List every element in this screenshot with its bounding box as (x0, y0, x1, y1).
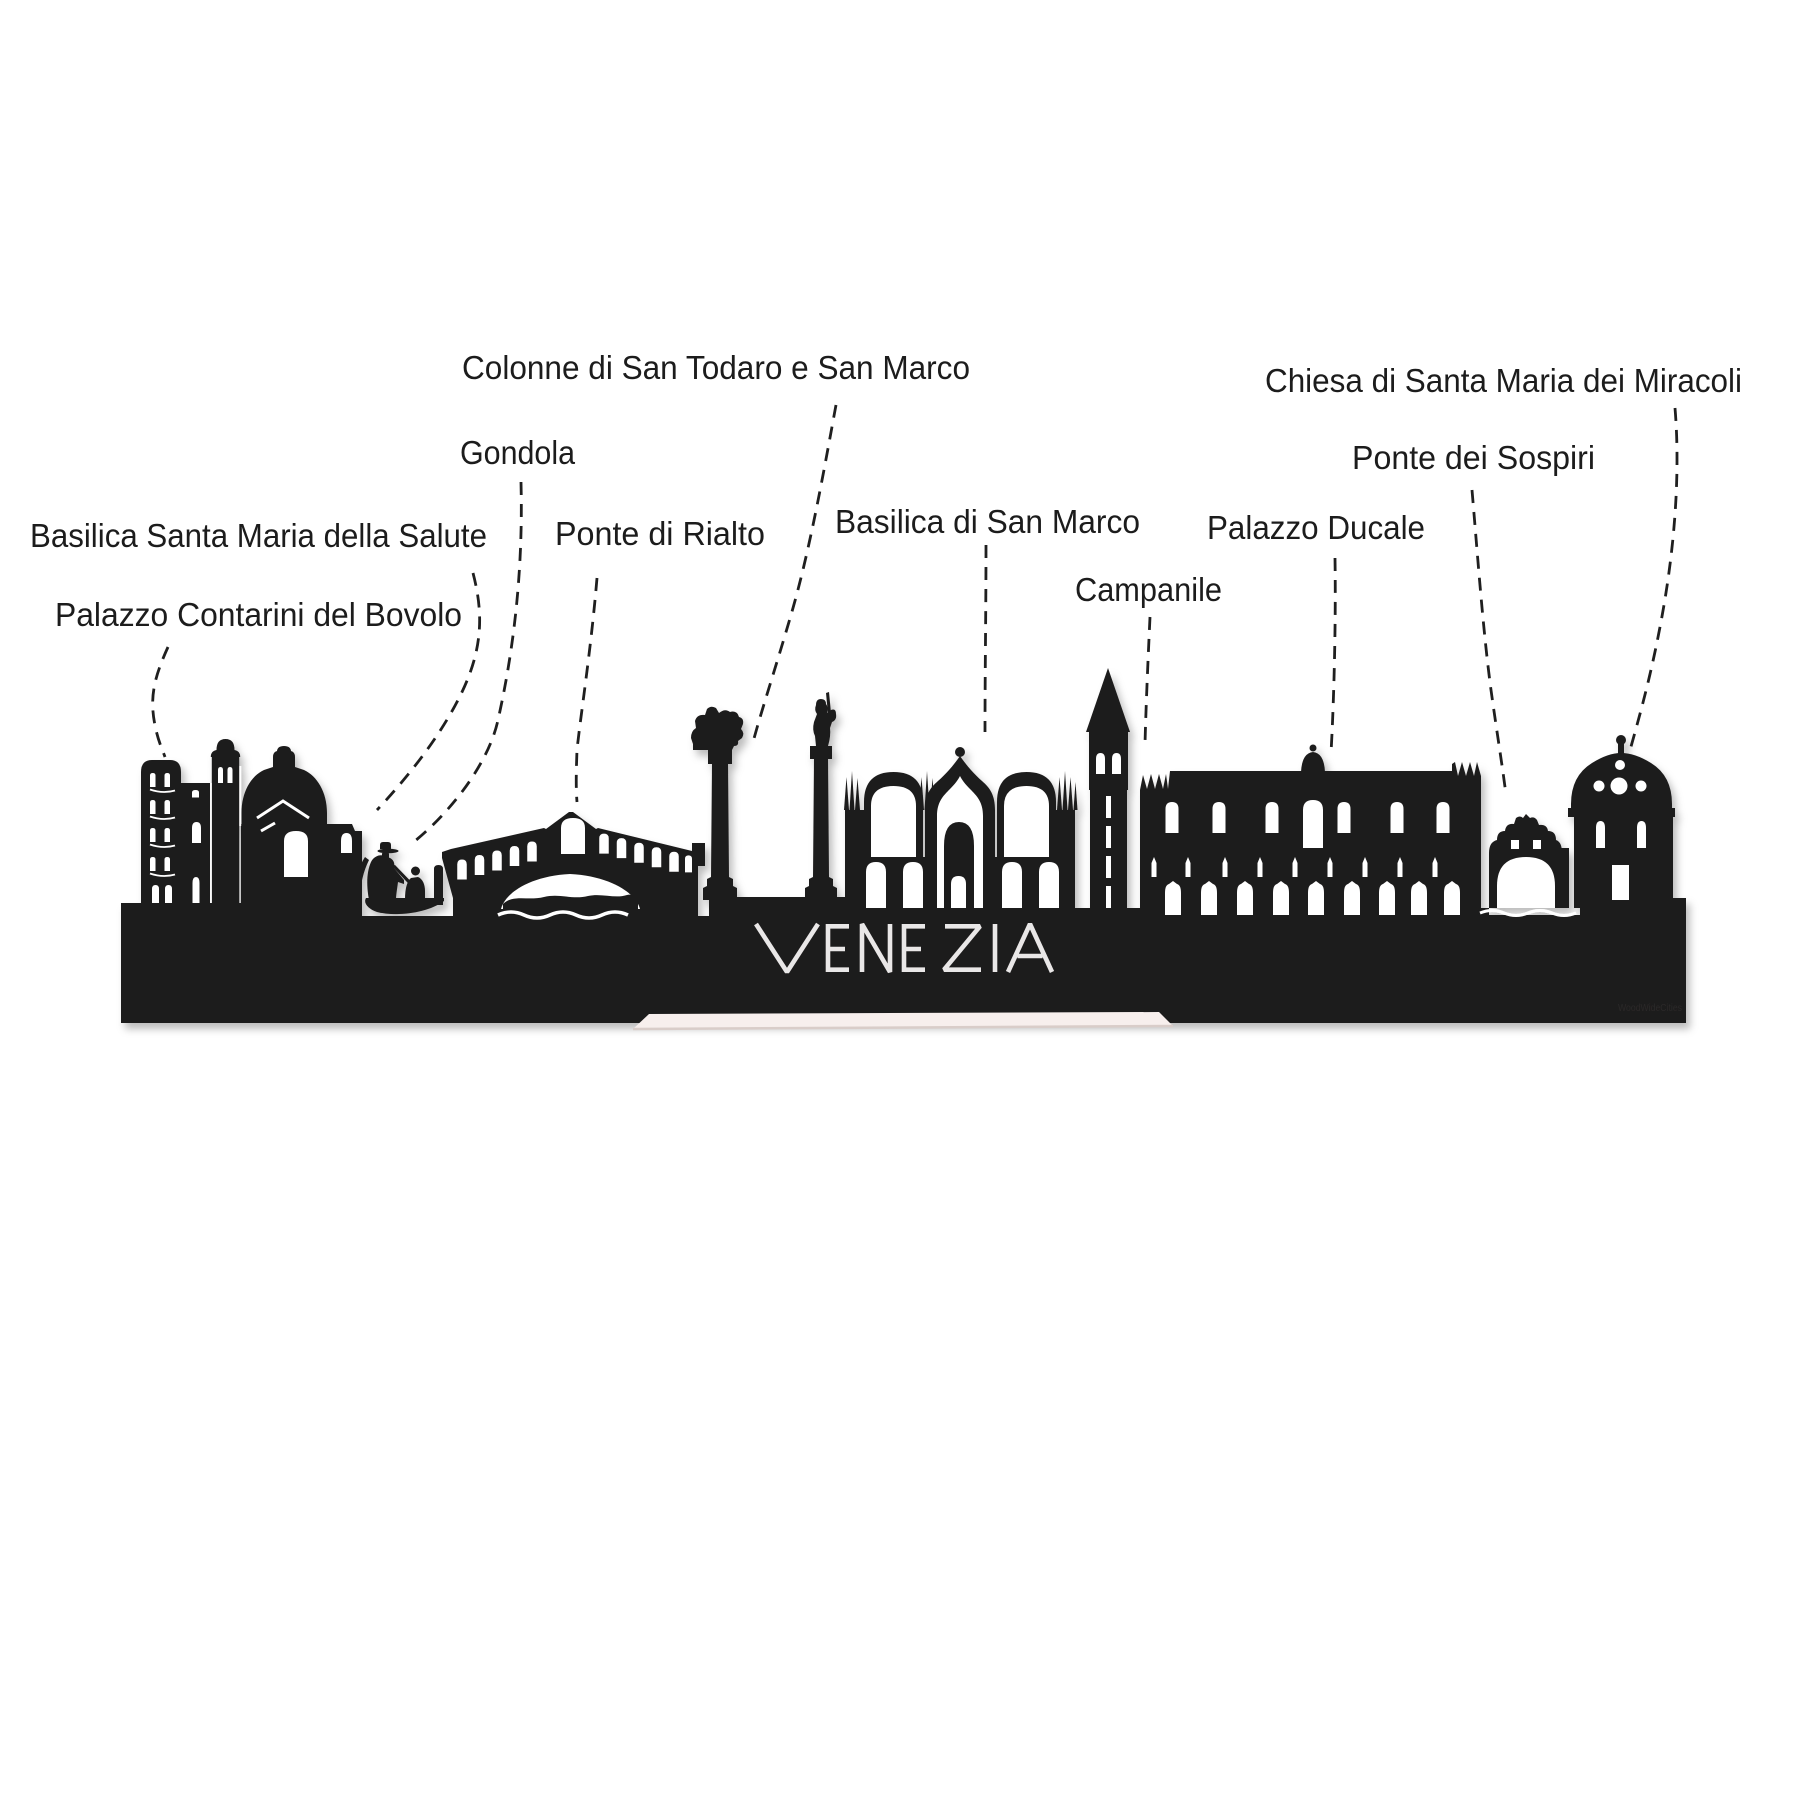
svg-text:Colonne di San Todaro e San Ma: Colonne di San Todaro e San Marco (462, 349, 970, 386)
svg-text:Chiesa di Santa Maria dei Mira: Chiesa di Santa Maria dei Miracoli (1265, 362, 1742, 399)
svg-text:Gondola: Gondola (460, 434, 576, 471)
svg-text:Ponte dei Sospiri: Ponte dei Sospiri (1352, 439, 1595, 476)
svg-text:Basilica di San Marco: Basilica di San Marco (835, 503, 1140, 540)
svg-text:Ponte di Rialto: Ponte di Rialto (555, 515, 765, 552)
svg-text:Palazzo Contarini del Bovolo: Palazzo Contarini del Bovolo (55, 596, 462, 633)
svg-text:Campanile: Campanile (1075, 571, 1222, 608)
svg-text:WoodWideCities: WoodWideCities (1618, 1002, 1682, 1014)
svg-text:Basilica Santa Maria della Sal: Basilica Santa Maria della Salute (30, 517, 487, 554)
svg-text:Palazzo Ducale: Palazzo Ducale (1207, 509, 1425, 546)
